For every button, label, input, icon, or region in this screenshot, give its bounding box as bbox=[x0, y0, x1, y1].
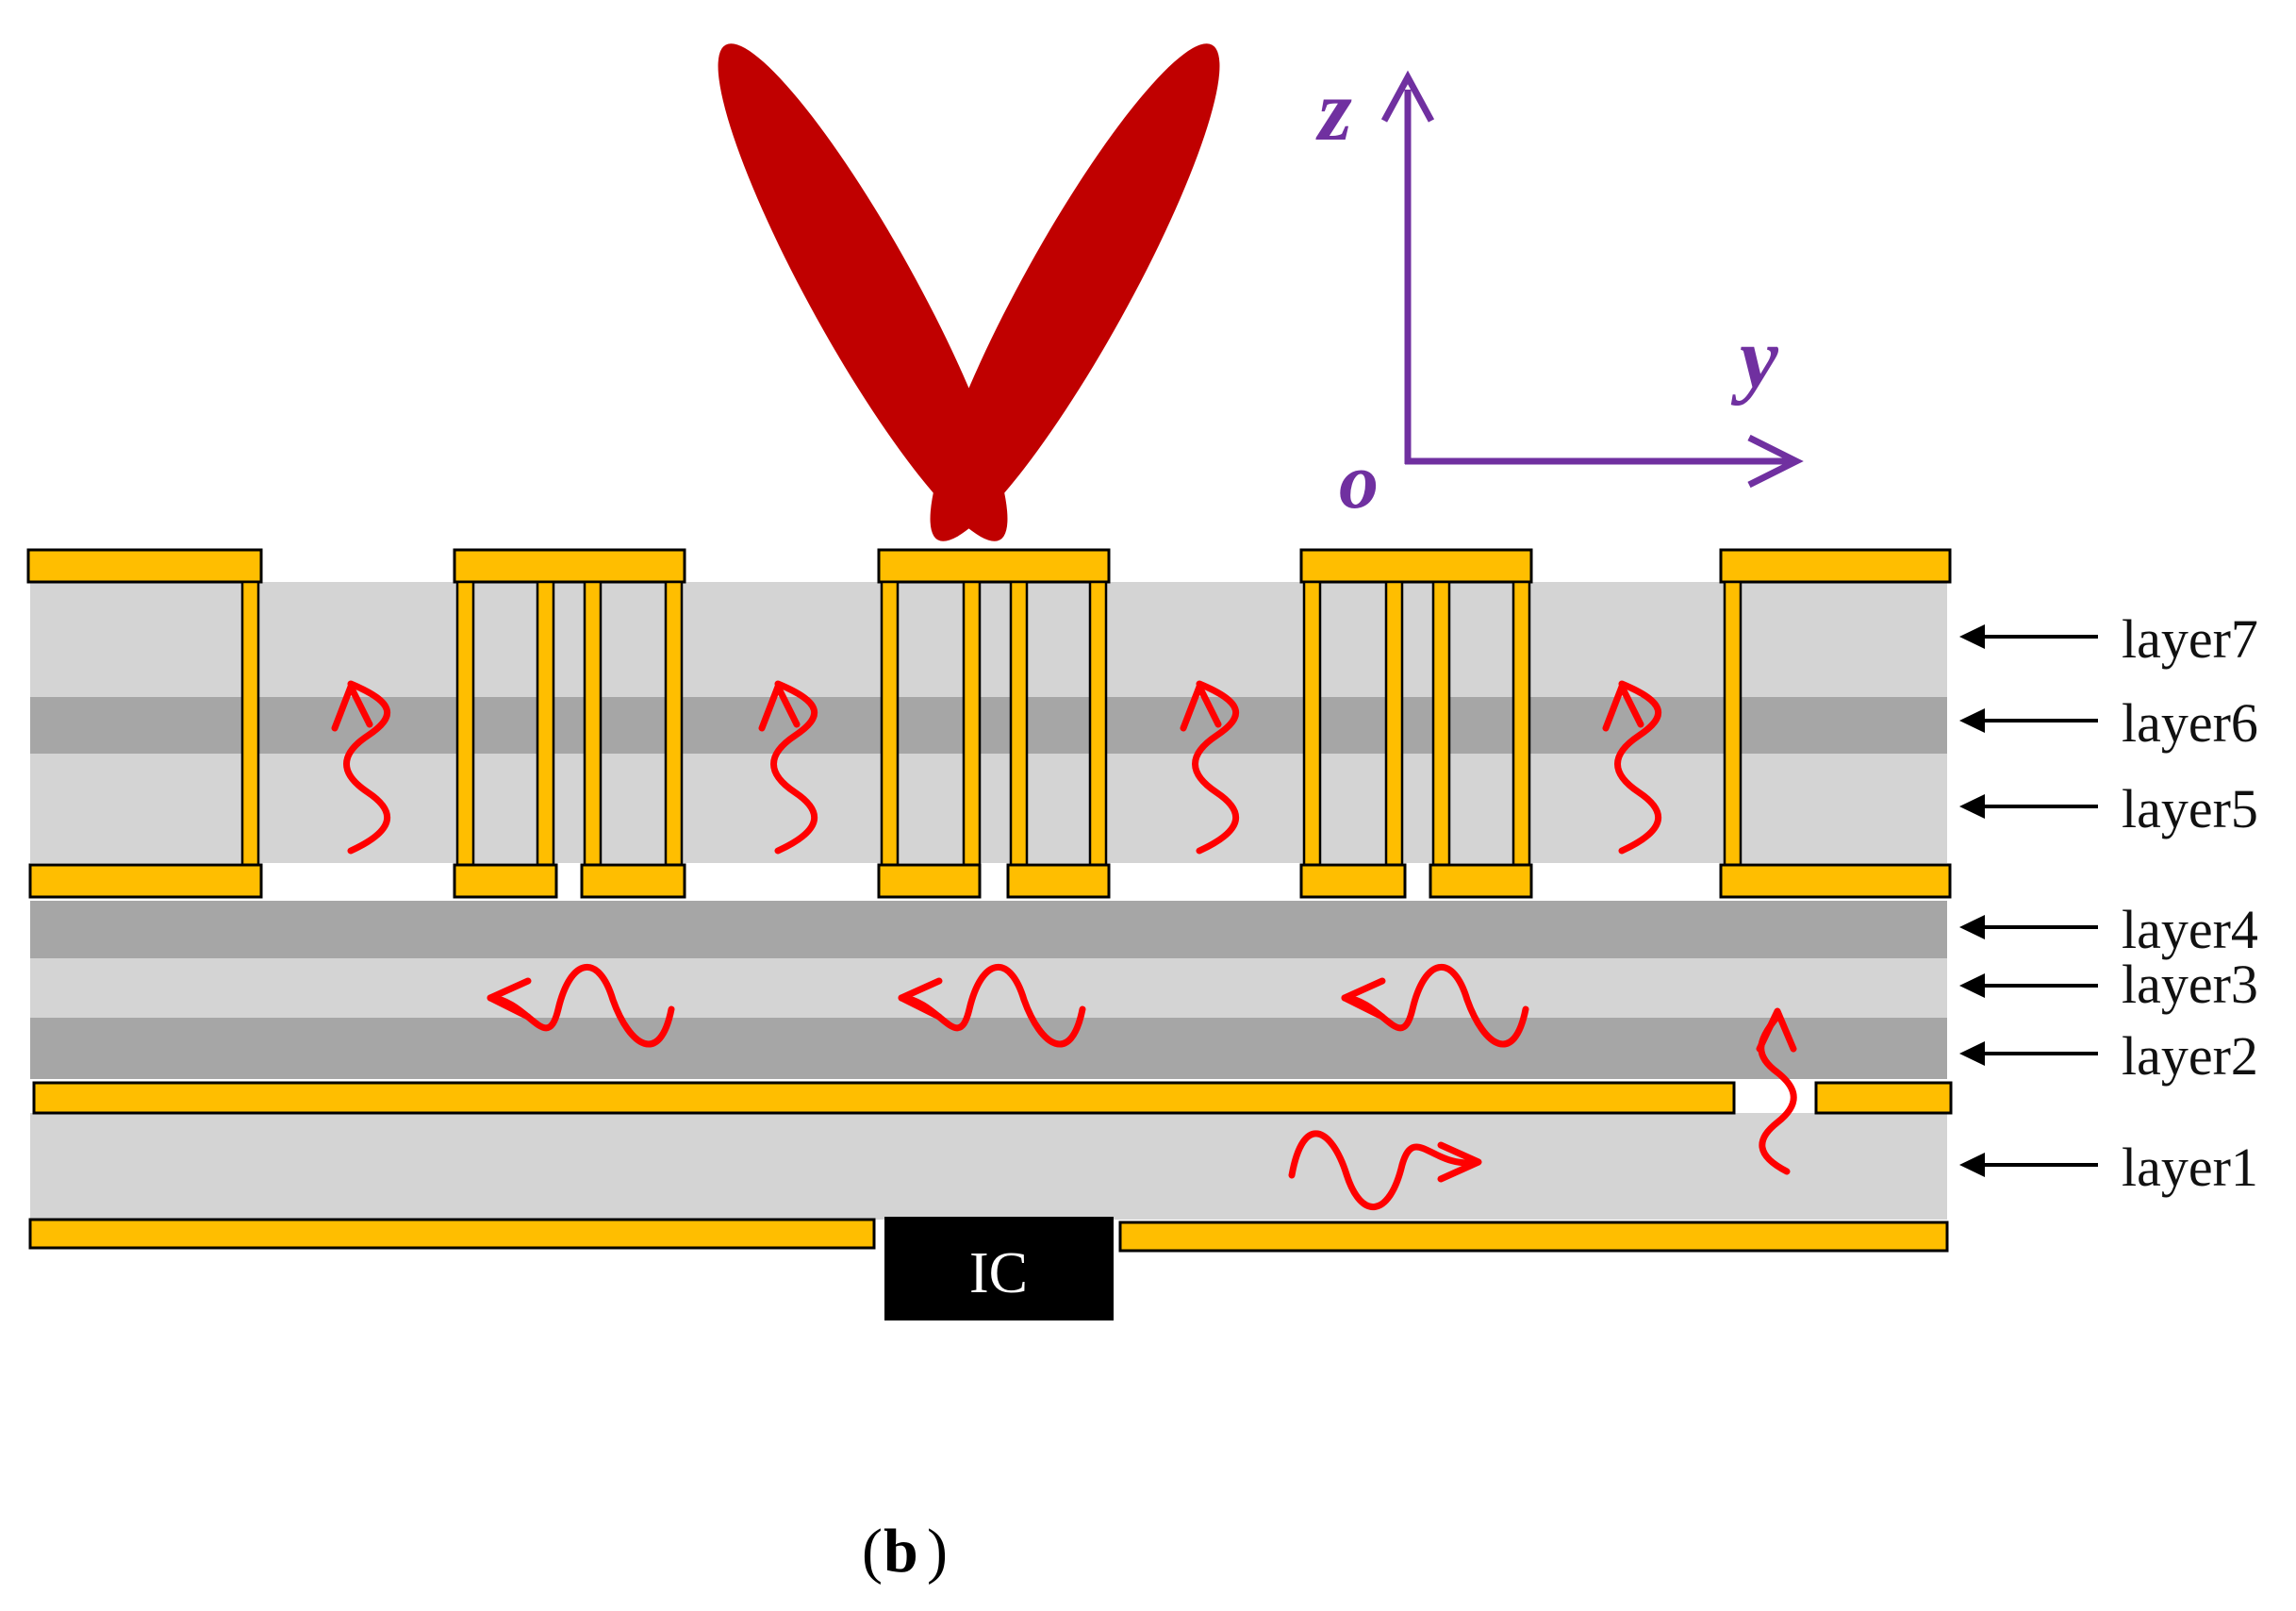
layer4-label: layer4 bbox=[2122, 899, 2258, 960]
bottom-pad bbox=[28, 863, 263, 899]
substrate-stack bbox=[30, 582, 1947, 1220]
coordinate-axes: z y o bbox=[1315, 62, 1804, 525]
layer5-substrate bbox=[30, 754, 1947, 863]
label-arrow-icon bbox=[1959, 624, 1985, 649]
top-patches bbox=[26, 548, 1952, 584]
bottom-pads bbox=[28, 863, 1952, 899]
y-axis-label: y bbox=[1730, 309, 1779, 406]
wave-arrow-aperture-head bbox=[1756, 1007, 1797, 1053]
layer7-label-group: layer7 bbox=[1959, 608, 2258, 670]
wave-arrow-right-head bbox=[1437, 1141, 1482, 1183]
label-arrow-icon bbox=[1959, 794, 1985, 819]
beam-lobe-left bbox=[718, 43, 1008, 541]
ground-plane-lower-right bbox=[1118, 1221, 1949, 1253]
wave-arrow-up-head bbox=[331, 683, 373, 732]
wave-arrow-left-head bbox=[898, 977, 943, 1021]
layer2-label-group: layer2 bbox=[1959, 1025, 2258, 1087]
via bbox=[1009, 580, 1029, 867]
label-arrow-icon bbox=[1959, 1041, 1985, 1066]
layer6-label: layer6 bbox=[2122, 692, 2258, 754]
layer5-label: layer5 bbox=[2122, 778, 2258, 839]
ic-chip: IC bbox=[884, 1217, 1114, 1320]
layer2-label: layer2 bbox=[2122, 1025, 2258, 1087]
bottom-pad bbox=[1299, 863, 1407, 899]
top-patch-2 bbox=[453, 548, 686, 584]
radiation-beam bbox=[718, 43, 1220, 541]
layer4-label-group: layer4 bbox=[1959, 899, 2258, 960]
z-axis-label: z bbox=[1315, 62, 1352, 158]
top-patch-3 bbox=[877, 548, 1111, 584]
wave-arrow-left bbox=[898, 964, 1086, 1048]
wave-arrow-up bbox=[770, 680, 818, 855]
bottom-pad bbox=[1006, 863, 1111, 899]
wave-arrow-up bbox=[1614, 680, 1662, 855]
figure-caption: ( b ) bbox=[862, 1517, 948, 1586]
layer-labels: layer7 layer6 layer5 layer4 layer3 layer… bbox=[1959, 608, 2258, 1198]
wave-arrow-left bbox=[487, 964, 675, 1048]
via bbox=[1723, 580, 1743, 867]
wave-arrow-up-head bbox=[758, 683, 801, 732]
via bbox=[455, 580, 475, 867]
bottom-pad bbox=[1429, 863, 1533, 899]
via bbox=[1511, 580, 1531, 867]
top-patch-5 bbox=[1719, 548, 1952, 584]
origin-label: o bbox=[1339, 438, 1379, 525]
top-patch-1 bbox=[26, 548, 263, 584]
label-arrow-icon bbox=[1959, 1153, 1985, 1177]
layer7-substrate bbox=[30, 582, 1947, 697]
caption-letter: b bbox=[884, 1517, 918, 1586]
layer7-label: layer7 bbox=[2122, 608, 2258, 670]
label-arrow-icon bbox=[1959, 973, 1985, 998]
z-axis-arrowhead bbox=[1380, 70, 1435, 123]
bottom-pad bbox=[1719, 863, 1952, 899]
y-axis-arrowhead bbox=[1747, 434, 1804, 489]
label-arrow-icon bbox=[1959, 708, 1985, 733]
layer2-substrate bbox=[30, 1018, 1947, 1079]
via bbox=[583, 580, 603, 867]
beam-lobe-right bbox=[930, 43, 1220, 541]
layer4-substrate bbox=[30, 901, 1947, 958]
via bbox=[1384, 580, 1404, 867]
caption-close-paren: ) bbox=[927, 1517, 948, 1586]
wave-arrow-up bbox=[343, 680, 391, 855]
wave-arrow-up bbox=[1192, 680, 1240, 855]
label-arrow-icon bbox=[1959, 915, 1985, 939]
bottom-pad bbox=[453, 863, 558, 899]
wave-arrow-left-head bbox=[1341, 977, 1386, 1021]
layer1-label-group: layer1 bbox=[1959, 1137, 2258, 1198]
via bbox=[664, 580, 684, 867]
layer5-label-group: layer5 bbox=[1959, 778, 2258, 839]
bottom-pad bbox=[580, 863, 686, 899]
caption-open-paren: ( bbox=[862, 1517, 883, 1586]
wave-arrow-left bbox=[1341, 964, 1529, 1048]
via bbox=[1302, 580, 1322, 867]
via bbox=[536, 580, 555, 867]
layer6-label-group: layer6 bbox=[1959, 692, 2258, 754]
wave-arrow-right bbox=[1288, 1130, 1480, 1210]
layer3-label: layer3 bbox=[2122, 954, 2258, 1015]
ground-planes bbox=[28, 1081, 1953, 1253]
ground-plane-upper-right bbox=[1814, 1081, 1953, 1115]
bottom-pad bbox=[877, 863, 982, 899]
wave-arrows bbox=[331, 680, 1797, 1210]
via bbox=[1088, 580, 1108, 867]
ground-plane-upper-left bbox=[32, 1081, 1736, 1115]
via bbox=[962, 580, 982, 867]
wave-arrow-up-head bbox=[1602, 683, 1644, 732]
wave-arrow-up-head bbox=[1180, 683, 1222, 732]
via bbox=[1431, 580, 1451, 867]
layer1-substrate bbox=[30, 1113, 1947, 1220]
ic-label: IC bbox=[969, 1241, 1028, 1305]
via bbox=[240, 580, 260, 867]
ic-body bbox=[884, 1217, 1114, 1320]
via bbox=[880, 580, 900, 867]
layer3-label-group: layer3 bbox=[1959, 954, 2258, 1015]
layer1-label: layer1 bbox=[2122, 1137, 2258, 1198]
wave-arrow-left-head bbox=[487, 977, 532, 1021]
top-patch-4 bbox=[1299, 548, 1533, 584]
ground-plane-lower-left bbox=[28, 1218, 876, 1250]
